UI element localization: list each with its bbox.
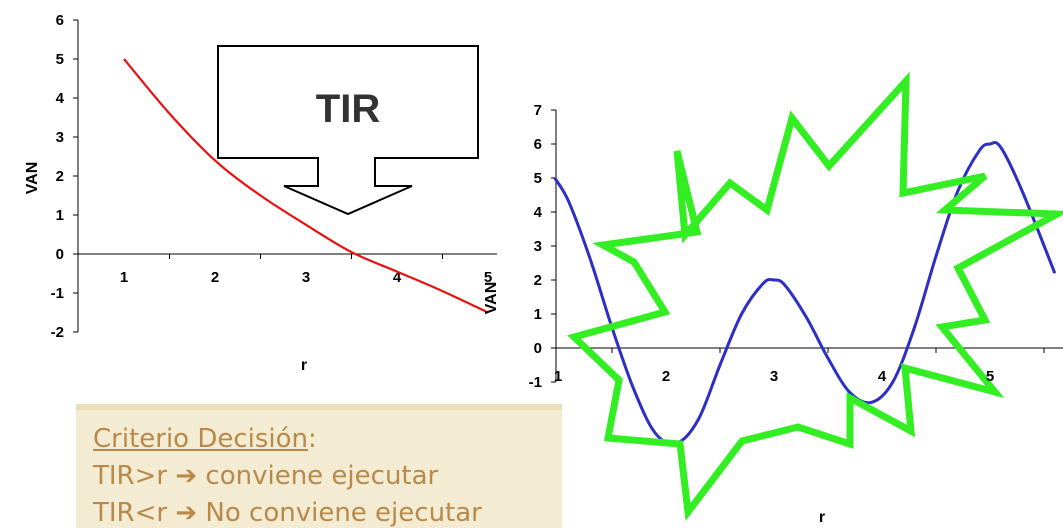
left-y-tick-label: 6 [56, 12, 64, 29]
left-x-tick-label: 2 [211, 269, 219, 286]
right-y-axis-label: VAN [483, 282, 500, 315]
right-y-tick-label: 5 [534, 170, 542, 187]
right-y-tick-label: 3 [534, 238, 542, 255]
left-y-tick-label: 2 [56, 168, 64, 185]
left-x-axis-label: r [301, 357, 307, 374]
criteria-title-line: Criterio Decisión: [93, 424, 317, 454]
right-y-tick-label: 2 [534, 272, 542, 289]
tir-label: TIR [316, 87, 381, 131]
right-van-curve [553, 141, 1056, 445]
note-top-band [76, 404, 562, 410]
criteria-title-suffix: : [308, 424, 317, 454]
decision-criteria-note: Criterio Decisión: TIR>r ➔ conviene ejec… [76, 404, 562, 528]
tir-arrow-shape [217, 45, 479, 216]
starburst-shape [567, 71, 1063, 522]
left-y-tick-label: 4 [56, 90, 65, 107]
right-axes [551, 109, 1063, 383]
right-y-tick-label: 6 [534, 136, 542, 153]
starburst [567, 71, 1063, 522]
right-y-tick-label: -1 [529, 374, 542, 391]
left-x-tick-label: 4 [393, 269, 402, 286]
right-y-tick-label: 1 [534, 306, 542, 323]
right-y-tick-label: 4 [534, 204, 543, 221]
left-x-tick-label: 5 [484, 269, 492, 286]
left-van-curve [123, 58, 489, 314]
right-x-tick-label: 3 [770, 368, 778, 385]
left-y-tick-label: -2 [51, 324, 64, 341]
left-y-axis-label: VAN [24, 162, 41, 195]
left-chart: 6 5 4 3 2 1 0 -1 -2 1 2 3 4 5 VAN r [24, 12, 497, 374]
right-x-tick-label: 4 [878, 368, 887, 385]
criteria-title: Criterio Decisión [93, 424, 309, 454]
right-x-tick-labels: 1 2 3 4 5 [554, 368, 994, 385]
left-y-tick-label: 1 [56, 207, 64, 224]
left-x-tick-label: 3 [302, 269, 310, 286]
right-x-axis-label: r [819, 509, 825, 526]
tir-arrow-callout: TIR [217, 45, 479, 216]
right-y-tick-label: 7 [534, 102, 542, 119]
left-y-tick-labels: 6 5 4 3 2 1 0 -1 -2 [51, 12, 65, 341]
left-x-tick-labels: 1 2 3 4 5 [120, 269, 492, 286]
left-y-tick-label: 5 [56, 51, 64, 68]
left-axes [73, 19, 497, 333]
left-y-tick-label: 3 [56, 129, 64, 146]
right-y-tick-labels: 7 6 5 4 3 2 1 0 -1 [529, 102, 543, 391]
left-y-tick-label: 0 [56, 246, 64, 263]
right-y-tick-label: 0 [534, 340, 542, 357]
criteria-rule-2: TIR<r ➔ No conviene ejecutar [93, 498, 482, 528]
criteria-rule-1: TIR>r ➔ conviene ejecutar [93, 461, 439, 491]
right-x-tick-label: 1 [554, 368, 562, 385]
right-van-curve-shadow [553, 141, 1057, 446]
left-y-tick-label: -1 [51, 285, 64, 302]
right-x-tick-label: 5 [986, 368, 994, 385]
right-x-tick-label: 2 [662, 368, 670, 385]
left-x-tick-label: 1 [120, 269, 128, 286]
